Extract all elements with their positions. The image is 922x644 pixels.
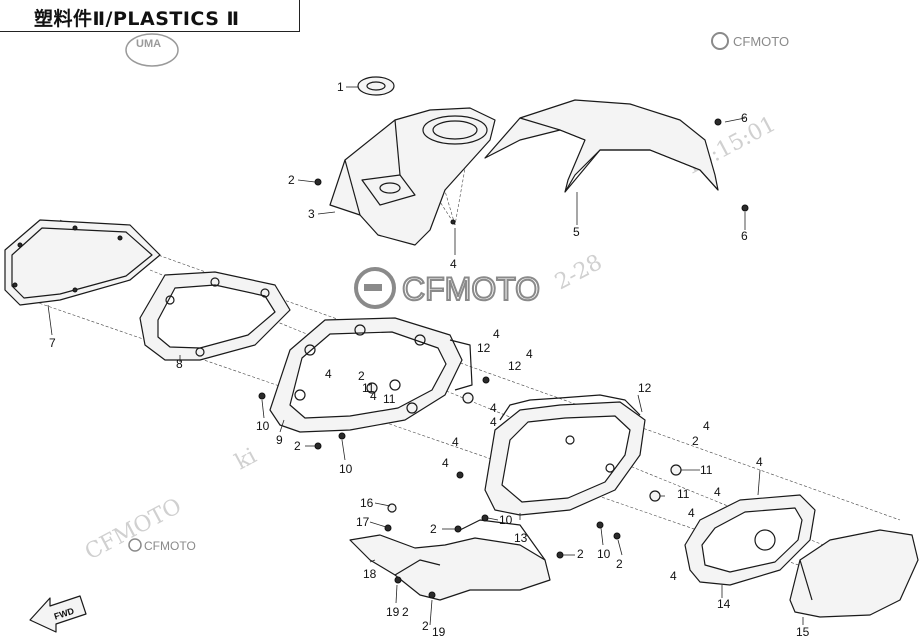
callout-4: 4 <box>703 419 710 433</box>
callout-7: 7 <box>49 336 56 350</box>
callout-2: 2 <box>294 439 301 453</box>
part-5-rear-cover <box>484 99 719 193</box>
callout-11: 11 <box>362 381 375 395</box>
callout-4: 4 <box>688 506 695 520</box>
callout-11: 11 <box>383 392 396 406</box>
callout-4: 4 <box>325 367 332 381</box>
callout-15: 15 <box>796 625 810 639</box>
callout-16: 16 <box>360 496 374 510</box>
watermark-fragment: ki <box>231 444 261 476</box>
callout-1: 1 <box>337 80 344 94</box>
callout-10: 10 <box>339 462 353 476</box>
callout-4: 4 <box>490 401 497 415</box>
callout-2: 2 <box>430 522 437 536</box>
brand-logo-top-right-text: CFMOTO <box>733 34 789 49</box>
part-7-side-panel <box>4 219 161 306</box>
callout-11: 11 <box>700 463 713 477</box>
callout-3: 3 <box>308 207 315 221</box>
callout-13: 13 <box>514 531 528 545</box>
callout-2: 2 <box>692 434 699 448</box>
callout-19: 19 <box>432 625 446 639</box>
callout-4: 4 <box>450 257 457 271</box>
callout-6: 6 <box>741 229 748 243</box>
callout-5: 5 <box>573 225 580 239</box>
leader-lines <box>47 86 804 626</box>
watermark-date: 2-28 <box>551 250 606 295</box>
callout-14: 14 <box>717 597 731 611</box>
part-9-main-frame <box>269 317 473 433</box>
part-18-undertray <box>349 519 551 601</box>
callout-4: 4 <box>442 456 449 470</box>
brand-logo-bottom-left: CFMOTO <box>128 538 196 553</box>
brand-logo-main-text: CFMOTO <box>402 271 540 307</box>
callout-4: 4 <box>670 569 677 583</box>
callout-2: 2 <box>422 619 429 633</box>
part-14-front-inner <box>684 494 816 586</box>
callout-4: 4 <box>370 389 377 403</box>
callout-17: 17 <box>356 515 370 529</box>
fasteners <box>258 118 749 599</box>
callout-9: 9 <box>276 433 283 447</box>
brand-logo-main: CFMOTO <box>354 267 541 309</box>
callout-12: 12 <box>508 359 522 373</box>
callout-12: 12 <box>477 341 491 355</box>
callout-4: 4 <box>493 327 500 341</box>
part-3-tank-cover <box>329 107 496 246</box>
callout-2: 2 <box>616 557 623 571</box>
callout-8: 8 <box>176 357 183 371</box>
uma-badge-text: UMA <box>136 38 161 50</box>
callout-2: 2 <box>288 173 295 187</box>
callout-labels: 1 2 3 4 5 6 6 7 8 9 10 10 2 4 2 11 4 12 … <box>49 80 810 639</box>
uma-badge: UMA <box>125 33 179 67</box>
part-15-front-cover <box>789 529 919 618</box>
callout-6: 6 <box>741 111 748 125</box>
part-13-front-frame <box>484 394 646 516</box>
callout-10: 10 <box>597 547 611 561</box>
callout-10: 10 <box>256 419 270 433</box>
part-8-inner-frame <box>139 271 291 361</box>
fwd-arrow: FWD <box>29 595 87 633</box>
callout-2: 2 <box>358 369 365 383</box>
part-1-cap-ring <box>357 76 395 96</box>
page-title: 塑料件Ⅱ/PLASTICS Ⅱ <box>34 8 240 30</box>
callout-4: 4 <box>452 435 459 449</box>
brand-logo-top-right: CFMOTO <box>711 32 789 50</box>
callout-2: 2 <box>402 605 409 619</box>
callout-2: 2 <box>577 547 584 561</box>
callout-18: 18 <box>363 567 377 581</box>
callout-10: 10 <box>499 513 513 527</box>
brand-logo-bottom-left-text: CFMOTO <box>144 539 196 553</box>
title-box: 塑料件Ⅱ/PLASTICS Ⅱ <box>0 0 300 32</box>
callout-4: 4 <box>490 415 497 429</box>
callout-4: 4 <box>526 347 533 361</box>
callout-4: 4 <box>756 455 763 469</box>
callout-12: 12 <box>638 381 652 395</box>
callout-11: 11 <box>677 487 690 501</box>
watermark-brand: CFMOTO <box>81 494 186 566</box>
callout-19: 19 <box>386 605 400 619</box>
callout-4: 4 <box>714 485 721 499</box>
